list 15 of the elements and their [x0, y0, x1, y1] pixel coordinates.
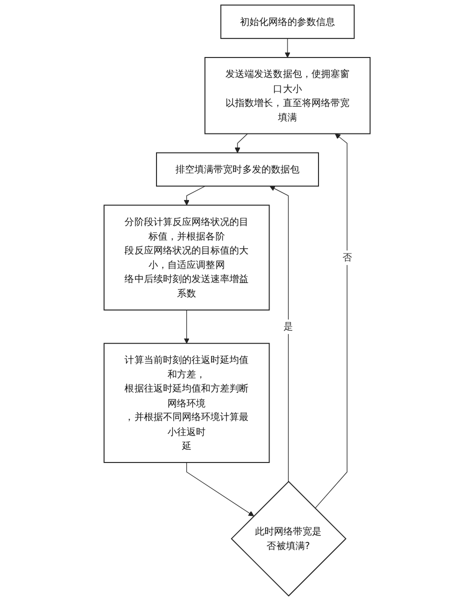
- node-box: 初始化网络的参数信息: [220, 4, 355, 39]
- node-box: 发送端发送数据包，使拥塞窗口大小以指数增长，直至将网络带宽填满: [204, 57, 370, 134]
- edge-label: 否: [342, 252, 352, 264]
- arrow: [284, 38, 290, 58]
- arrow: [314, 133, 348, 509]
- arrow: [186, 462, 254, 516]
- arrow: [269, 186, 289, 482]
- edge-label: 是: [283, 320, 293, 332]
- node-box: 计算当前时刻的往返时延均值和方差，根据往返时延均值和方差判断网络环境，并根据不同网络环境计算最小往返时延: [104, 342, 270, 463]
- node-box: 分阶段计算反应网络状况的目标值，并根据各阶段反应网络状况的目标值的大小，自适应调整网络中后续时刻的发送速率增益系数: [104, 204, 270, 310]
- arrow: [184, 186, 206, 206]
- node-box: 排空填满带宽时多发的数据包: [156, 152, 319, 187]
- arrow: [184, 310, 190, 344]
- arrow: [234, 133, 248, 154]
- node-diamond: 此时网络带宽是否被填满?: [230, 480, 346, 597]
